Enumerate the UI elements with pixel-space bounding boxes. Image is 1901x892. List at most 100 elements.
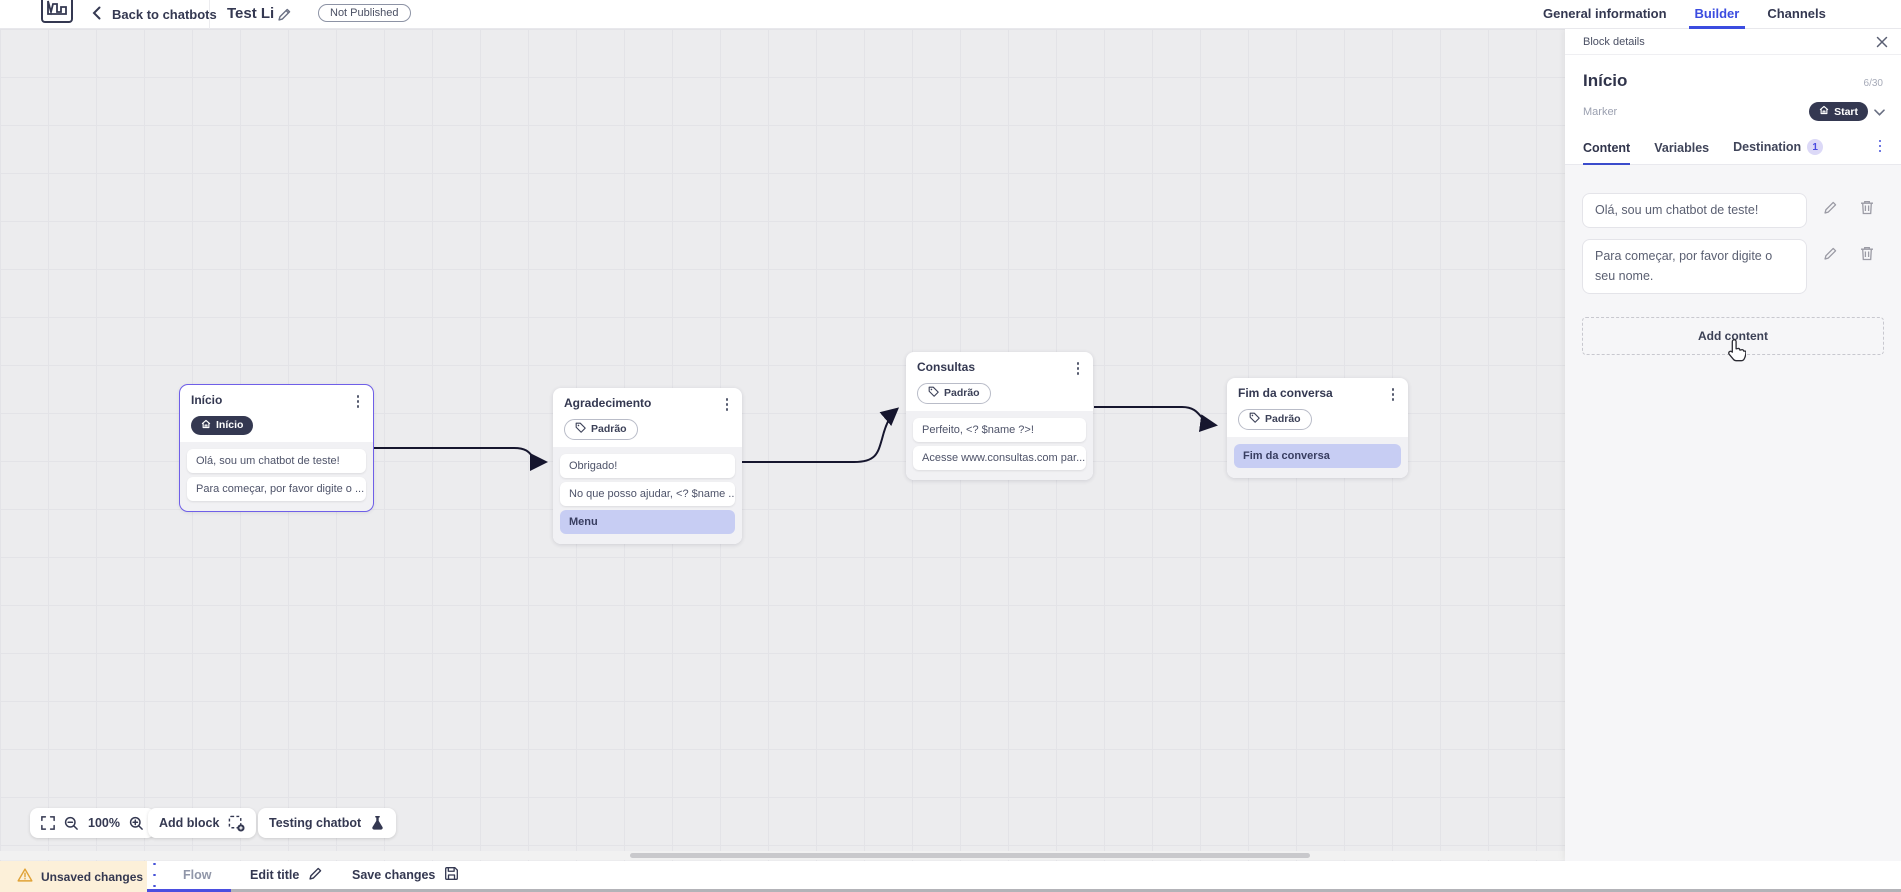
panel-tab-destination[interactable]: Destination 1 xyxy=(1733,133,1824,164)
fit-screen-icon[interactable] xyxy=(41,816,55,830)
tab-channels[interactable]: Channels xyxy=(1767,6,1826,21)
block-title: Início xyxy=(191,393,223,407)
canvas-horizontal-scrollbar[interactable] xyxy=(0,851,1565,860)
unsaved-changes-label: Unsaved changes xyxy=(41,869,144,884)
badge-label: Padrão xyxy=(1265,413,1301,425)
flow-block-agradecimento[interactable]: Agradecimento Padrão Obrigado! No que po… xyxy=(553,388,742,544)
tab-label: Variables xyxy=(1654,141,1710,155)
message-card[interactable]: No que posso ajudar, <? $name ... xyxy=(560,481,735,506)
app-logo-icon[interactable] xyxy=(40,0,74,29)
flow-block-consultas[interactable]: Consultas Padrão Perfeito, <? $name ?>! … xyxy=(906,352,1093,480)
marker-dropdown[interactable]: Start xyxy=(1809,102,1885,121)
message-card[interactable]: Obrigado! xyxy=(560,453,735,478)
statusbar-menu-icon[interactable] xyxy=(149,861,160,889)
panel-tab-content[interactable]: Content xyxy=(1583,135,1631,165)
badge-label: Início xyxy=(216,419,244,431)
content-item: Para começar, por favor digite o seu nom… xyxy=(1582,239,1884,295)
flask-icon xyxy=(370,815,385,831)
block-title: Agradecimento xyxy=(564,396,652,410)
save-changes-button[interactable]: Save changes xyxy=(352,861,459,889)
zoom-in-icon[interactable] xyxy=(129,816,144,831)
tag-icon xyxy=(1249,412,1260,426)
chevron-left-icon xyxy=(92,6,101,23)
flow-block-inicio[interactable]: Início Início Olá, sou um chatbot de tes… xyxy=(179,384,374,512)
zoom-out-icon[interactable] xyxy=(64,816,79,831)
block-menu-icon[interactable] xyxy=(1073,360,1084,377)
save-icon xyxy=(444,866,459,884)
destination-count-badge: 1 xyxy=(1807,139,1824,155)
end-card[interactable]: Fim da conversa xyxy=(1234,443,1401,468)
home-icon xyxy=(201,419,211,432)
back-label: Back to chatbots xyxy=(112,7,217,22)
marker-value-label: Start xyxy=(1834,105,1858,118)
panel-tab-variables[interactable]: Variables xyxy=(1654,135,1709,164)
testing-chatbot-label: Testing chatbot xyxy=(269,816,362,830)
builder-nav-tabs: General information Builder Channels xyxy=(1543,0,1826,29)
block-menu-icon[interactable] xyxy=(1388,386,1399,403)
tab-label: Content xyxy=(1583,141,1631,155)
warning-triangle-icon xyxy=(17,868,33,885)
pencil-icon xyxy=(308,866,323,884)
padrao-badge[interactable]: Padrão xyxy=(564,418,638,440)
flow-canvas[interactable]: Início Início Olá, sou um chatbot de tes… xyxy=(0,29,1565,861)
add-block-icon xyxy=(228,815,245,832)
add-content-button[interactable]: Add content xyxy=(1582,317,1884,356)
scrollbar-thumb[interactable] xyxy=(630,853,1310,858)
tab-label: Destination xyxy=(1733,140,1802,154)
menu-card[interactable]: Menu xyxy=(560,509,735,534)
block-title: Fim da conversa xyxy=(1238,386,1333,400)
padrao-badge[interactable]: Padrão xyxy=(917,382,991,404)
edit-title-label: Edit title xyxy=(250,868,300,882)
block-name-field[interactable]: Início xyxy=(1583,71,1628,90)
message-card[interactable]: Acesse www.consultas.com par... xyxy=(913,445,1086,470)
flow-tab[interactable]: Flow xyxy=(183,861,211,889)
testing-chatbot-button[interactable]: Testing chatbot xyxy=(258,808,397,838)
message-card[interactable]: Perfeito, <? $name ?>! xyxy=(913,417,1086,442)
home-icon xyxy=(1819,105,1829,118)
close-icon[interactable] xyxy=(1876,36,1888,48)
flow-tab-indicator xyxy=(147,889,231,892)
chatbot-title: Test Li xyxy=(227,5,275,22)
tab-builder[interactable]: Builder xyxy=(1688,0,1746,29)
topbar-divider xyxy=(209,0,210,29)
tag-icon xyxy=(575,422,586,436)
block-menu-icon[interactable] xyxy=(722,396,733,413)
delete-content-icon[interactable] xyxy=(1860,246,1874,261)
chevron-down-icon xyxy=(1874,103,1885,121)
content-item: Olá, sou um chatbot de teste! xyxy=(1582,193,1884,229)
marker-label: Marker xyxy=(1583,105,1618,118)
delete-content-icon[interactable] xyxy=(1860,200,1874,215)
bottom-status-bar: Unsaved changes Flow Edit title Save cha… xyxy=(0,861,1901,892)
edit-content-icon[interactable] xyxy=(1823,200,1838,215)
start-marker-badge[interactable]: Início xyxy=(191,415,254,435)
statusbar-border xyxy=(147,889,1901,892)
message-card[interactable]: Olá, sou um chatbot de teste! xyxy=(187,448,366,473)
padrao-badge[interactable]: Padrão xyxy=(1238,408,1312,430)
unsaved-changes-indicator: Unsaved changes xyxy=(0,861,147,892)
add-block-button[interactable]: Add block xyxy=(148,808,257,838)
save-changes-label: Save changes xyxy=(352,868,436,882)
block-title: Consultas xyxy=(917,360,976,374)
add-block-label: Add block xyxy=(159,816,220,830)
top-bar: Back to chatbots Test Li Not Published G… xyxy=(0,0,1901,29)
edit-chatbot-title-icon[interactable] xyxy=(277,7,292,27)
panel-content-area: Olá, sou um chatbot de teste! Para começ… xyxy=(1565,165,1901,861)
panel-tabs: Content Variables Destination 1 xyxy=(1565,133,1901,165)
panel-menu-icon[interactable] xyxy=(1875,138,1886,155)
content-message-field[interactable]: Olá, sou um chatbot de teste! xyxy=(1582,193,1807,229)
block-details-panel: Block details Início 6/30 Marker Start xyxy=(1565,29,1901,861)
zoom-level: 100% xyxy=(88,816,120,830)
block-menu-icon[interactable] xyxy=(353,393,364,410)
tab-general-information[interactable]: General information xyxy=(1543,6,1667,21)
back-to-chatbots-button[interactable]: Back to chatbots xyxy=(92,0,217,29)
flow-block-fim-da-conversa[interactable]: Fim da conversa Padrão Fim da conversa xyxy=(1227,378,1408,478)
edit-title-button[interactable]: Edit title xyxy=(250,861,323,889)
message-card[interactable]: Para começar, por favor digite o ... xyxy=(187,476,366,501)
char-counter: 6/30 xyxy=(1863,78,1883,89)
badge-label: Padrão xyxy=(944,387,980,399)
badge-label: Padrão xyxy=(591,423,627,435)
content-message-field[interactable]: Para começar, por favor digite o seu nom… xyxy=(1582,239,1807,295)
edit-content-icon[interactable] xyxy=(1823,246,1838,261)
zoom-toolbar: 100% xyxy=(30,808,155,838)
